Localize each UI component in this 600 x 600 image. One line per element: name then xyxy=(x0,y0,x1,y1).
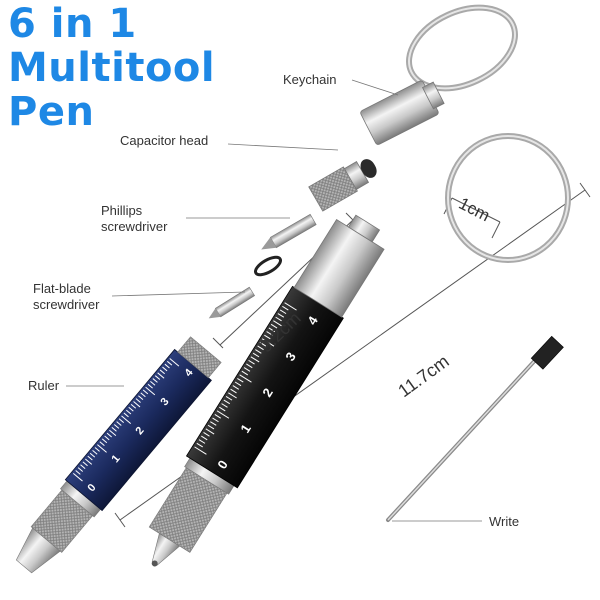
o-ring xyxy=(254,255,282,277)
flat-blade-tip xyxy=(208,286,256,319)
black-ruler-ticks xyxy=(194,302,297,455)
product-title: 6 in 1 Multitool Pen xyxy=(8,2,215,134)
black-pen xyxy=(148,133,571,567)
label-capacitor-head: Capacitor head xyxy=(120,133,209,148)
keychain-cap xyxy=(360,80,445,145)
label-phillips-line2: screwdriver xyxy=(101,219,168,234)
label-write: Write xyxy=(489,514,520,529)
label-flatblade-line1: Flat-blade xyxy=(33,281,91,296)
refill-knurled-end xyxy=(530,335,564,370)
navy-ruler-ticks xyxy=(72,358,180,482)
label-phillips-line1: Phillips xyxy=(101,203,143,218)
callout-leaders xyxy=(66,79,482,522)
title-line-3: Pen xyxy=(8,89,95,135)
navy-pen xyxy=(15,4,518,574)
capacitor-head xyxy=(308,159,377,212)
label-ruler: Ruler xyxy=(28,378,60,393)
label-flatblade-line2: screwdriver xyxy=(33,297,100,312)
phillips-bit xyxy=(261,213,317,250)
label-keychain: Keychain xyxy=(283,72,337,87)
label-phillips-screwdriver: Phillips screwdriver xyxy=(101,203,167,235)
title-line-1: 6 in 1 xyxy=(8,1,137,47)
ink-refill xyxy=(386,335,564,522)
label-flat-blade-screwdriver: Flat-blade screwdriver xyxy=(33,281,99,313)
navy-pen-collar xyxy=(177,336,222,379)
title-line-2: Multitool xyxy=(8,45,216,91)
